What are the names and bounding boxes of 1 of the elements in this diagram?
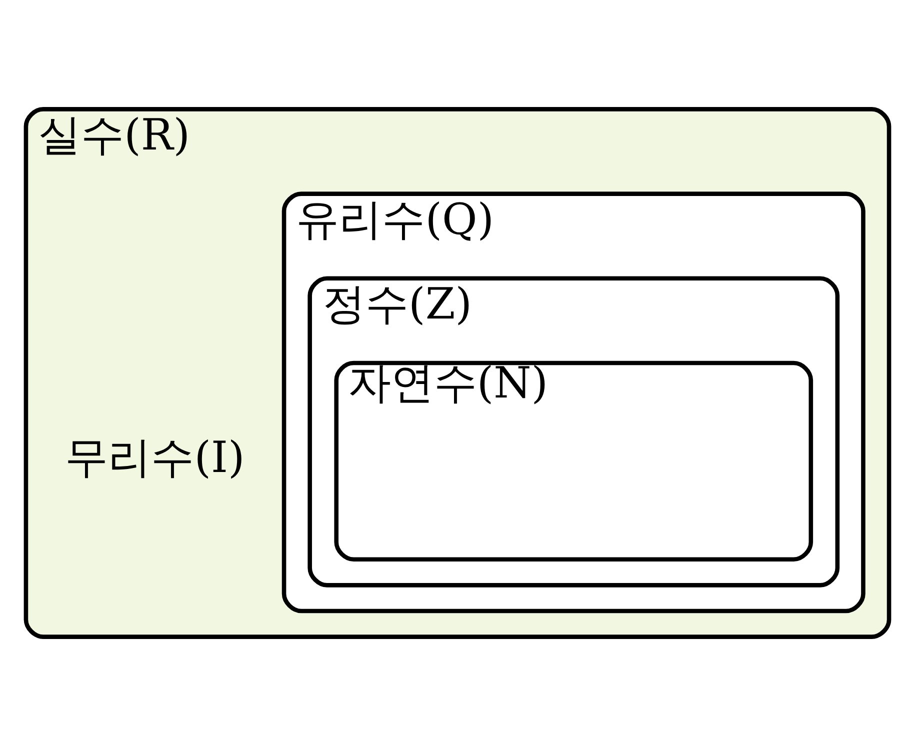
- node-box: 자연수(N): [334, 360, 814, 562]
